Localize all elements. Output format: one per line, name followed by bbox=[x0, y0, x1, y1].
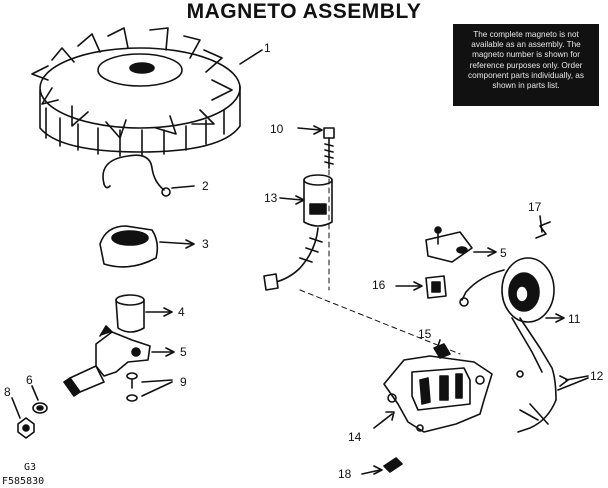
callout-16: 16 bbox=[372, 278, 386, 292]
callout-6: 6 bbox=[26, 373, 33, 387]
washer-part bbox=[31, 385, 48, 414]
flywheel-part bbox=[31, 27, 263, 157]
callout-13: 13 bbox=[264, 191, 278, 205]
magneto-note: The complete magneto is not available as… bbox=[453, 24, 599, 106]
breaker-part-right bbox=[425, 226, 497, 263]
ignition-coil-part bbox=[459, 257, 565, 401]
armature-housing-part bbox=[373, 339, 493, 433]
callout-12: 12 bbox=[590, 369, 604, 383]
footer-code-number: F585830 bbox=[2, 476, 45, 487]
bushing-part bbox=[115, 294, 173, 333]
callout-4: 4 bbox=[178, 305, 185, 319]
condenser-part bbox=[263, 174, 333, 291]
nut-part bbox=[11, 397, 35, 439]
callout-15: 15 bbox=[418, 327, 432, 341]
spring-part-17 bbox=[535, 215, 551, 239]
screw-part-18 bbox=[361, 457, 403, 475]
callout-18: 18 bbox=[338, 467, 352, 481]
callout-1: 1 bbox=[264, 41, 271, 55]
callout-9: 9 bbox=[180, 375, 187, 389]
callout-3: 3 bbox=[202, 237, 209, 251]
cover-part bbox=[99, 225, 195, 268]
callout-14: 14 bbox=[348, 430, 362, 444]
callout-5-right: 5 bbox=[500, 246, 507, 260]
breaker-part-left bbox=[63, 325, 175, 397]
footer-code-g3: G3 bbox=[24, 462, 37, 473]
callout-11: 11 bbox=[568, 312, 581, 326]
clip-part-16 bbox=[395, 275, 447, 299]
callout-10: 10 bbox=[270, 122, 284, 136]
spring-clip-part bbox=[102, 154, 195, 197]
lead-wire-part bbox=[516, 370, 589, 433]
diagram-title: MAGNETO ASSEMBLY bbox=[186, 0, 422, 23]
center-line bbox=[299, 169, 461, 355]
callout-2: 2 bbox=[202, 179, 209, 193]
callout-17: 17 bbox=[528, 200, 542, 214]
callout-5-left: 5 bbox=[180, 345, 187, 359]
callout-8: 8 bbox=[4, 385, 11, 399]
screw-part-9 bbox=[126, 372, 173, 402]
screw-part-10 bbox=[297, 125, 335, 169]
